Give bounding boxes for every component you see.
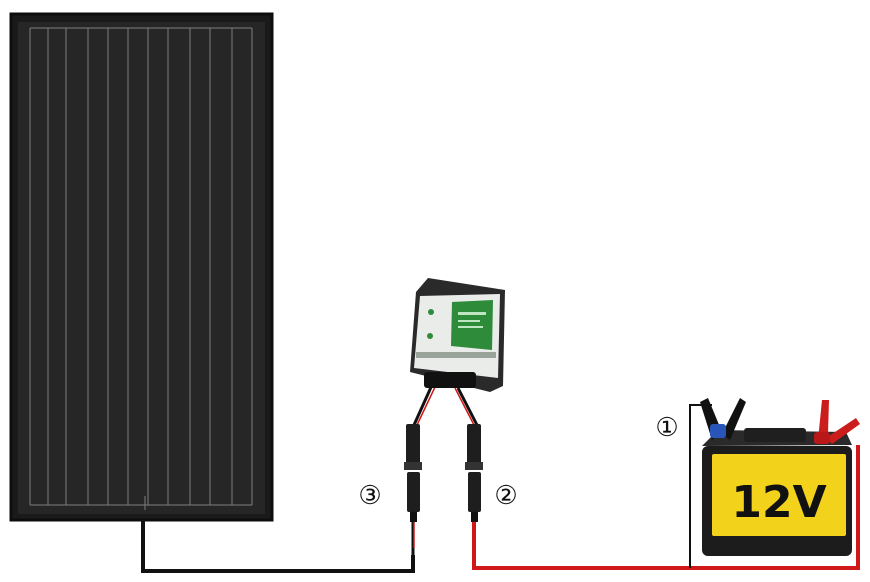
panel-grid-lines (29, 27, 253, 510)
connector-right (465, 424, 483, 522)
panel-negative-wire (141, 520, 415, 573)
controller-led-icon (428, 309, 434, 315)
battery: 12V (700, 398, 860, 556)
battery-handle (744, 428, 806, 442)
solar-panel (9, 12, 274, 522)
connectors (404, 424, 483, 522)
controller-lead-right (456, 387, 479, 426)
battery-positive-wire (472, 445, 860, 570)
controller-lead-right-red (454, 387, 475, 426)
step-label-2: ② (494, 480, 517, 510)
step-label-1: ① (655, 412, 678, 442)
battery-label-plate (712, 454, 846, 536)
controller-lead-left-red (416, 384, 437, 426)
connector-left (404, 424, 422, 522)
step-label-3: ③ (358, 480, 381, 510)
panel-cells (18, 22, 265, 514)
negative-clamp-icon (700, 398, 746, 440)
controller-lead-left (412, 384, 434, 426)
positive-clamp-icon (814, 400, 860, 444)
battery-voltage-label: 12V (731, 477, 826, 528)
controller-display-panel (451, 300, 493, 350)
controller-led-icon-2 (427, 333, 433, 339)
charge-controller (410, 278, 505, 392)
controller-cable-gland (424, 372, 476, 388)
